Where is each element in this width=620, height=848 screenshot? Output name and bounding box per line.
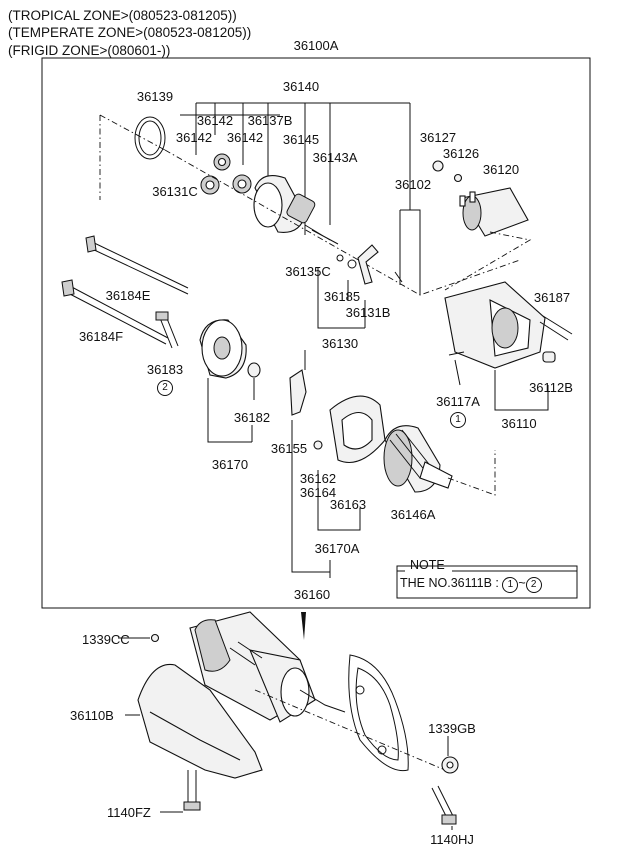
label-1140hj: 1140HJ — [430, 832, 474, 847]
through-bolt-36184e — [87, 239, 189, 295]
label-circled-1: 1 — [450, 411, 466, 428]
planet-gear-1 — [200, 175, 220, 195]
circled-number: 2 — [157, 380, 173, 396]
label-36120: 36120 — [482, 162, 520, 177]
gasket — [348, 654, 409, 772]
lever-36131b — [357, 244, 379, 285]
label-36162: 36162 — [299, 471, 337, 486]
note-range-end: 2 — [525, 577, 542, 593]
bushing-36112b — [542, 351, 556, 363]
label-36143a: 36143A — [312, 150, 358, 165]
label-36117a: 36117A — [436, 394, 480, 409]
front-housing-36110 — [444, 281, 546, 369]
note-range-sep: ~ — [518, 576, 526, 590]
label-36135c: 36135C — [285, 264, 331, 279]
through-bolt-36184f — [65, 284, 169, 345]
label-36160: 36160 — [293, 587, 331, 602]
label-36146a: 36146A — [390, 507, 436, 522]
label-36142-b: 36142 — [175, 130, 213, 145]
label-36183: 36183 — [146, 362, 184, 377]
label-1339gb: 1339GB — [428, 721, 476, 736]
stud-36187 — [539, 315, 573, 341]
label-36182: 36182 — [233, 410, 271, 425]
label-36142-a: 36142 — [196, 113, 234, 128]
nut-36127 — [432, 160, 444, 172]
brush-plate-36155 — [289, 369, 307, 416]
label-36163: 36163 — [329, 497, 367, 512]
label-36184f: 36184F — [78, 329, 124, 344]
zone-frigid: (FRIGID ZONE>(080601-)) — [8, 43, 171, 58]
label-36145: 36145 — [282, 132, 320, 147]
label-36164: 36164 — [299, 485, 337, 500]
assembly-frame — [41, 57, 591, 609]
label-36137b: 36137B — [247, 113, 293, 128]
label-36102: 36102 — [394, 177, 432, 192]
starter-assembly — [189, 611, 346, 723]
label-36140: 36140 — [282, 79, 320, 94]
rear-cover-36170 — [199, 319, 247, 379]
note-text: THE NO.36111B : 1~2 — [400, 576, 542, 593]
label-36127: 36127 — [419, 130, 457, 145]
seal-ring-36139 — [134, 116, 166, 160]
planet-gear-2 — [213, 153, 231, 171]
label-36110b: 36110B — [70, 708, 114, 723]
arrow-down-icon — [301, 612, 306, 640]
label-1339cc: 1339CC — [82, 632, 130, 647]
label-36142-c: 36142 — [226, 130, 264, 145]
bushing-36182 — [247, 362, 261, 378]
note-box — [396, 565, 578, 599]
note-title: NOTE — [410, 558, 445, 572]
label-36170: 36170 — [211, 457, 249, 472]
washer-36126 — [453, 173, 463, 183]
label-1140fz: 1140FZ — [107, 805, 151, 820]
solenoid-36120 — [459, 187, 529, 237]
label-36170a: 36170A — [314, 541, 360, 556]
label-assembly: 36100A — [293, 38, 339, 53]
bolt-1140fz — [183, 801, 201, 811]
label-36184e: 36184E — [105, 288, 151, 303]
heat-shield-36110b — [137, 663, 263, 779]
label-36139: 36139 — [136, 89, 174, 104]
zone-temperate: (TEMPERATE ZONE>(080523-081205)) — [8, 25, 252, 40]
note-range-start: 1 — [502, 577, 519, 593]
nut-1339cc — [150, 633, 160, 643]
note-prefix: THE NO.36111B : — [400, 576, 499, 590]
bolt-1140hj — [441, 814, 457, 825]
label-36187: 36187 — [533, 290, 571, 305]
spring-36162 — [313, 440, 323, 450]
label-36131b: 36131B — [345, 305, 391, 320]
label-36112b: 36112B — [529, 380, 573, 395]
label-circled-2: 2 — [157, 379, 173, 396]
label-36126: 36126 — [442, 146, 480, 161]
label-36130: 36130 — [321, 336, 359, 351]
label-36110: 36110 — [501, 416, 537, 431]
label-36131c: 36131C — [152, 184, 198, 199]
armature-36146a — [383, 425, 453, 493]
label-36185: 36185 — [323, 289, 361, 304]
gear-housing-36137b — [253, 175, 339, 245]
label-36155: 36155 — [270, 441, 308, 456]
circled-number: 1 — [450, 412, 466, 428]
zone-tropical: (TROPICAL ZONE>(080523-081205)) — [8, 8, 237, 23]
planet-gear-3 — [232, 174, 252, 194]
